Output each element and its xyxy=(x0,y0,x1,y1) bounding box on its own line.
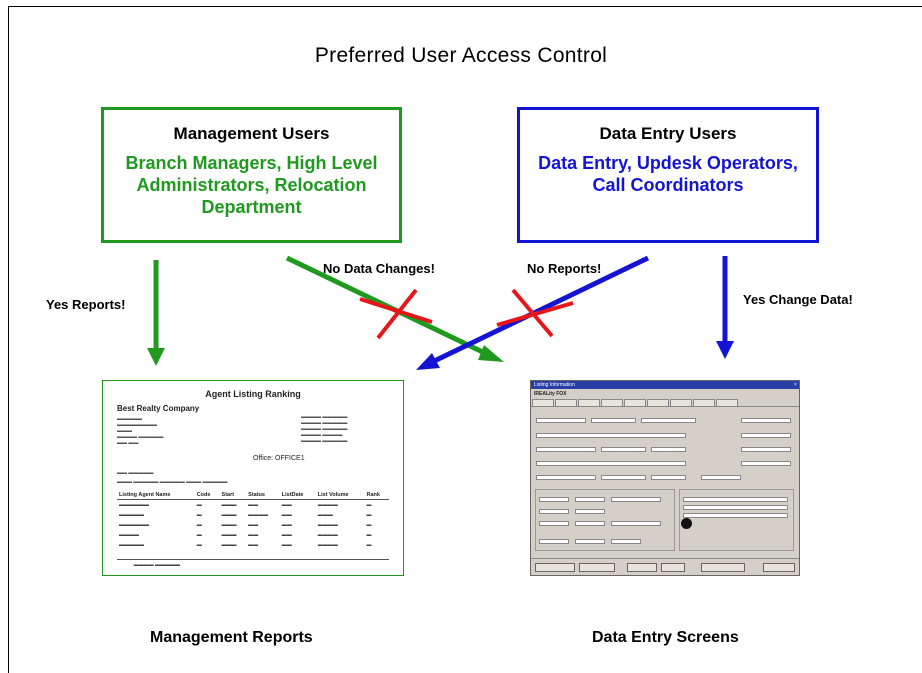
report-row: ▬▬▬▬▬▬▬▬▬▬▬▬▬▬▬▬▬ xyxy=(119,532,372,538)
report-col: Start xyxy=(219,491,247,500)
close-icon: × xyxy=(794,382,797,388)
screen-button-bar xyxy=(531,558,799,575)
data-entry-screens-caption: Data Entry Screens xyxy=(592,629,739,646)
management-users-heading: Management Users xyxy=(173,124,330,143)
report-col: List Volume xyxy=(315,491,365,500)
data-entry-users-box: Data Entry Users Data Entry, Updesk Oper… xyxy=(517,107,819,243)
report-criteria-block: ▬▬▬▬ ▬▬▬▬▬▬▬▬▬ ▬▬▬▬▬▬▬▬▬ ▬▬▬▬▬▬▬▬▬ ▬▬▬▬▬… xyxy=(301,414,348,444)
screen-button xyxy=(701,563,745,572)
data-entry-screen-thumbnail: Listing Information × IREALity FOX xyxy=(530,380,800,576)
screen-window-title: Listing Information xyxy=(534,382,575,388)
screen-window-titlebar: Listing Information × xyxy=(531,381,799,389)
screen-tab-strip xyxy=(531,399,799,407)
screen-button xyxy=(535,563,575,572)
screen-button xyxy=(661,563,685,572)
report-col: Listing Agent Name xyxy=(117,491,195,500)
report-office: Office: OFFICE1 xyxy=(253,455,305,462)
report-row: ▬▬▬▬▬▬▬▬▬▬▬▬▬▬▬▬▬▬ xyxy=(119,542,372,548)
screen-brand: IREALity FOX xyxy=(534,391,567,397)
denied-cross-left xyxy=(359,288,433,340)
yes-reports-label: Yes Reports! xyxy=(46,297,126,312)
screen-button xyxy=(627,563,657,572)
management-users-members: Branch Managers, High Level Administrato… xyxy=(125,153,378,217)
data-entry-users-members: Data Entry, Updesk Operators, Call Coord… xyxy=(538,153,798,195)
report-row: ▬▬▬▬▬▬▬▬▬▬▬▬▬▬▬▬▬▬▬ xyxy=(119,502,372,508)
yes-change-data-arrow xyxy=(716,256,734,359)
report-col: Code xyxy=(194,491,220,500)
report-col: Status xyxy=(246,491,280,500)
screen-button xyxy=(579,563,615,572)
report-title: Agent Listing Ranking xyxy=(205,389,301,399)
report-address-block: ▬▬▬▬▬▬▬▬▬▬▬▬▬▬▬▬▬▬▬▬ ▬▬▬▬▬▬▬ ▬▬ xyxy=(117,416,164,446)
report-header-row: Listing Agent Name Code Start Status Lis… xyxy=(117,491,389,500)
report-date-block: ▬▬ ▬▬▬▬▬▬▬▬ ▬▬▬▬▬ ▬▬▬▬▬ ▬▬▬ ▬▬▬▬▬ xyxy=(117,470,228,485)
camera-icon xyxy=(681,518,692,529)
management-users-box: Management Users Branch Managers, High L… xyxy=(101,107,402,243)
report-col: Rank xyxy=(364,491,389,500)
report-table: Listing Agent Name Code Start Status Lis… xyxy=(117,491,389,550)
report-totals: ▬▬▬▬ ▬▬▬▬▬ xyxy=(117,559,389,568)
data-entry-users-heading: Data Entry Users xyxy=(599,124,737,143)
management-reports-caption: Management Reports xyxy=(150,629,313,646)
screen-button xyxy=(763,563,795,572)
slide-title: Preferred User Access Control xyxy=(314,44,608,67)
management-report-thumbnail: Agent Listing Ranking Best Realty Compan… xyxy=(102,380,404,576)
no-data-changes-label: No Data Changes! xyxy=(323,261,435,276)
report-company: Best Realty Company xyxy=(117,404,200,413)
report-col: ListDate xyxy=(279,491,316,500)
denied-cross-right xyxy=(496,288,574,338)
report-row: ▬▬▬▬▬▬▬▬▬▬▬▬▬▬▬▬▬▬▬ xyxy=(119,512,372,518)
no-reports-label: No Reports! xyxy=(527,261,602,276)
slide-frame xyxy=(8,6,922,673)
report-row: ▬▬▬▬▬▬▬▬▬▬▬▬▬▬▬▬▬▬▬ xyxy=(119,522,372,528)
yes-reports-arrow xyxy=(147,260,165,366)
yes-change-data-label: Yes Change Data! xyxy=(743,292,853,307)
